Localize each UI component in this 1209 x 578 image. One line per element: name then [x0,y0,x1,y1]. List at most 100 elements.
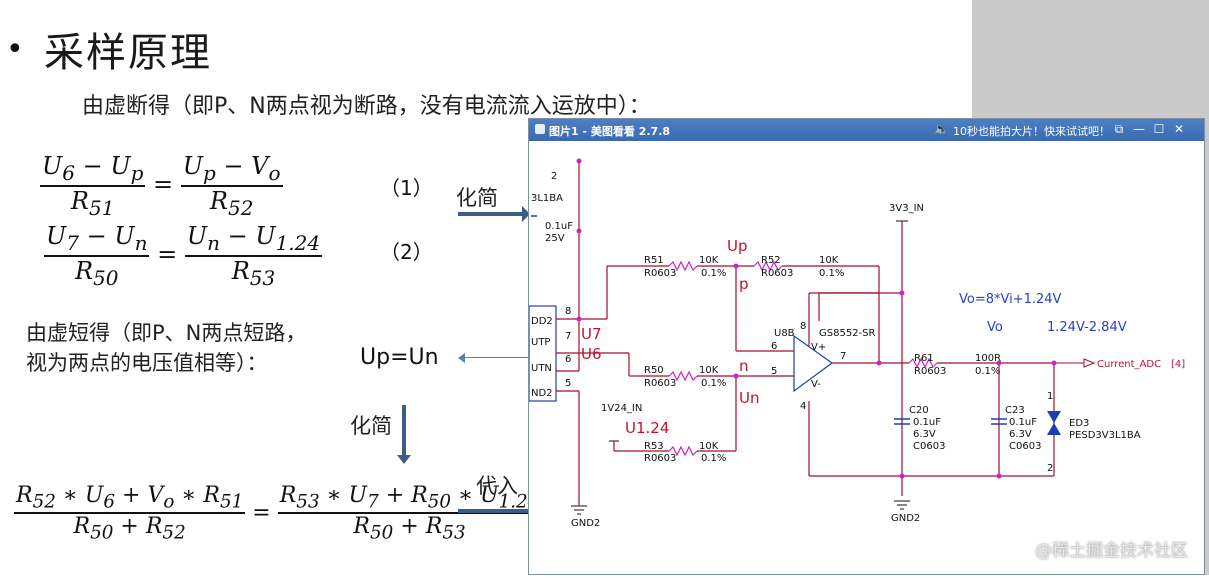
label-n: n [739,357,749,375]
pin-7: 7 [565,331,571,342]
promo-text[interactable]: 10秒也能拍大片！快来试试吧！ [953,125,1110,138]
output-net: Current_ADC [1097,359,1161,370]
viewer-titlebar[interactable]: 图片1 - 美图看看 2.7.8 🔈 10秒也能拍大片！快来试试吧！ ⧉ — ☐… [529,119,1204,141]
equation-number-1: （1） [380,176,433,200]
label-u6: U6 [581,345,602,363]
pin-5: 5 [565,378,571,389]
conn-dd2: DD2 [531,316,553,327]
formula-1: Vo=8*Vi+1.24V [959,292,1062,307]
pin-2: 2 [551,171,557,182]
substitute-arrow [458,509,528,513]
virtual-short-text: 由虚短得（即P、N两点短路， 视为两点的电压值相等）： [26,318,306,378]
maximize-button[interactable]: ☐ [1153,122,1165,136]
label-u7: U7 [581,325,602,343]
schematic-diagram: 2 3L1BA 0.1uF 25V 8 DD2 7 UTP 6 UTN 5 ND… [528,158,1185,529]
c20-v: 6.3V [913,429,936,440]
r50-tol: 0.1% [701,378,726,389]
arrow-head-right-icon [522,206,530,222]
opamp-pin8: 8 [800,321,806,332]
slide-title: 采样原理 [44,30,212,76]
r50-ref: R50 [644,365,664,376]
pin-8: 8 [565,306,571,317]
label-up: Up [727,237,748,255]
conn-utn: UTN [531,363,552,374]
label-p: p [739,275,749,293]
c20-val: 0.1uF [913,417,941,428]
close-button[interactable]: ✕ [1173,122,1185,136]
cap-top-voltage: 25V [545,233,565,244]
opamp-vplus: V+ [811,342,826,353]
c23-v: 6.3V [1009,429,1032,440]
conn-utp: UTP [531,337,550,348]
simplify-arrow-2 [402,405,406,457]
c23-pkg: C0603 [1009,441,1041,452]
viewer-title: 图片1 - 美图看看 2.7.8 [549,125,671,138]
junction-nodes [576,158,1057,479]
ed3-part: PESD3V3L1BA [1069,430,1141,441]
simplify-label-1: 化简 [456,186,498,210]
r50-pkg: R0603 [644,378,676,389]
formula-2-range: 1.24V-2.84V [1047,320,1127,335]
capacitors [531,215,1007,425]
image-viewer-window[interactable]: 图片1 - 美图看看 2.7.8 🔈 10秒也能拍大片！快来试试吧！ ⧉ — ☐… [528,118,1205,575]
connector-part: 3L1BA [531,193,563,204]
opamp-symbol [793,334,834,393]
opamp-pin6: 6 [771,341,777,352]
wires [528,161,1055,506]
output-ref: [4] [1171,359,1185,370]
arrow-head-down-icon [397,455,411,464]
ed3-ref: ED3 [1069,418,1089,429]
gnd-left: GND2 [571,518,600,529]
r53-val: 10K [699,441,719,452]
tvs-diode-icon [1047,411,1061,435]
up-equals-un: Up=Un [360,345,439,370]
r51-ref: R51 [644,255,664,266]
viewer-canvas[interactable]: 2 3L1BA 0.1uF 25V 8 DD2 7 UTP 6 UTN 5 ND… [528,141,1204,574]
label-u124: U1.24 [625,419,669,437]
conn-nd2: ND2 [531,388,553,399]
output-arrow-icon [1083,358,1096,368]
r61-val: 100R [975,353,1001,364]
ground-symbols [571,220,910,515]
opamp-part: GS8552-SR [819,328,876,339]
equation-number-2: （2） [380,240,433,264]
r61-ref: R61 [914,353,934,364]
r52-tol: 0.1% [819,268,844,279]
simplify-label-2: 化简 [350,414,392,438]
arrow-head-left-icon [458,353,465,363]
bullet-mark: • [6,32,24,67]
cap-top-value: 0.1uF [545,221,573,232]
c20-ref: C20 [909,405,929,416]
r53-tol: 0.1% [701,453,726,464]
opamp-vminus: V- [811,379,821,390]
formula-2-label: Vo [987,320,1003,335]
virtual-open-text: 由虚断得（即P、N两点视为断路，没有电流流入运放中）： [82,94,651,119]
restore-icon[interactable]: ⧉ [1114,122,1124,136]
r61-tol: 0.1% [975,366,1000,377]
speaker-icon[interactable]: 🔈 [934,122,949,136]
simplify-arrow-1 [458,212,524,216]
minimize-button[interactable]: — [1133,122,1145,136]
r52-ref: R52 [761,255,781,266]
app-icon [535,124,545,134]
pin-6: 6 [565,354,571,365]
power-3v3: 3V3_IN [889,203,924,214]
c23-val: 0.1uF [1009,417,1037,428]
virtual-short-line1: 由虚短得（即P、N两点短路， [26,321,307,345]
substitute-label: 代入 [476,474,518,498]
r53-ref: R53 [644,441,664,452]
label-un: Un [739,389,760,407]
r51-val: 10K [699,255,719,266]
r53-pkg: R0603 [644,453,676,464]
opamp-ref: U8B [774,328,795,339]
opamp-pin5: 5 [771,366,777,377]
r52-pkg: R0603 [761,268,793,279]
opamp-pin4: 4 [800,401,806,412]
r52-val: 10K [819,255,839,266]
watermark: @稀土掘金技术社区 [1035,541,1188,561]
power-1v24: 1V24_IN [601,403,642,414]
r51-tol: 0.1% [701,268,726,279]
